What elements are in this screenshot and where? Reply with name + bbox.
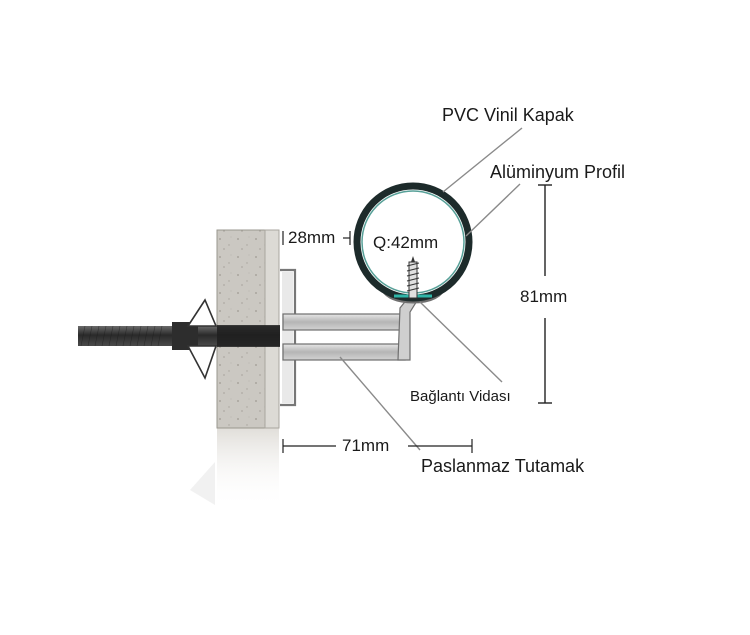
anchor-wing-bottom xyxy=(186,345,218,381)
label-length: 71mm xyxy=(342,436,389,455)
anchor-reflection xyxy=(190,462,215,505)
label-height: 81mm xyxy=(520,287,567,306)
leader-pvc xyxy=(442,127,523,193)
bracket-arm-top xyxy=(282,313,406,331)
leader-screw xyxy=(419,301,503,383)
label-bracket: Paslanmaz Tutamak xyxy=(421,456,585,476)
leader-lines xyxy=(339,127,523,451)
wall-reflection xyxy=(217,428,279,508)
label-wall-gap: 28mm xyxy=(288,228,335,247)
label-aluminum-profile: Alüminyum Profil xyxy=(490,162,625,182)
leader-profile xyxy=(465,183,521,237)
rod-thread xyxy=(80,325,163,347)
dim-81mm xyxy=(538,184,552,404)
anchor-wing-top xyxy=(186,298,218,327)
dim-71mm xyxy=(282,439,473,453)
dim-28mm xyxy=(282,231,351,245)
connection-screw xyxy=(406,256,420,299)
bracket-flange xyxy=(280,268,297,407)
anchor-sleeve xyxy=(217,325,280,347)
label-diameter: Q:42mm xyxy=(373,233,438,252)
bracket-arm-bottom xyxy=(282,343,406,361)
bracket-flange-fill xyxy=(282,272,293,403)
label-pvc-cover: PVC Vinil Kapak xyxy=(442,105,575,125)
label-screw: Bağlantı Vidası xyxy=(410,388,511,405)
leader-bracket xyxy=(339,356,421,451)
